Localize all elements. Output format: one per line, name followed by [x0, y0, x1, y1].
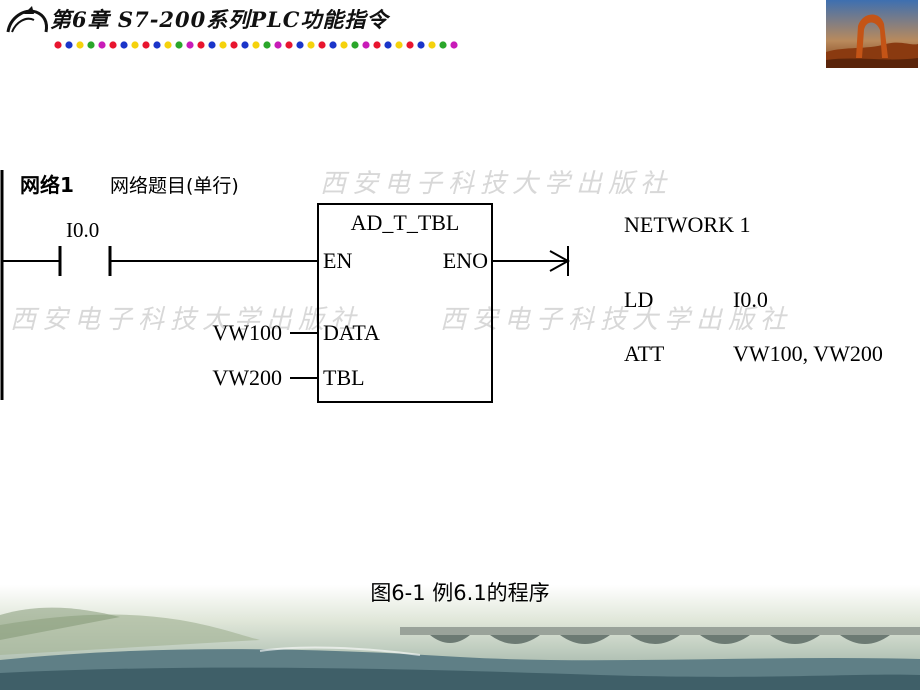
- header-dot: [98, 41, 106, 49]
- header-dot: [208, 41, 216, 49]
- header-dot: [318, 41, 326, 49]
- watermark-middle-2: 西安电子科技大学出版社: [440, 305, 792, 335]
- stl-op-2: ATT: [624, 341, 665, 366]
- header-dot: [428, 41, 436, 49]
- header-dot: [219, 41, 227, 49]
- header-dot: [131, 41, 139, 49]
- stl-op-1: LD: [624, 287, 653, 312]
- contact-label: I0.0: [66, 218, 99, 242]
- data-operand: VW100: [212, 320, 282, 345]
- header-dot: [241, 41, 249, 49]
- header-dot: [164, 41, 172, 49]
- header-dot: [406, 41, 414, 49]
- pin-data: DATA: [323, 320, 380, 345]
- network-comment: 网络题目(单行): [110, 175, 239, 197]
- header-dot: [186, 41, 194, 49]
- header-dot: [87, 41, 95, 49]
- header-dot: [197, 41, 205, 49]
- header-dot: [395, 41, 403, 49]
- header-dot: [329, 41, 337, 49]
- header-dot: [153, 41, 161, 49]
- header-dot: [439, 41, 447, 49]
- chapter-logo-icon: [6, 6, 48, 33]
- header-dot: [76, 41, 84, 49]
- header-dot: [252, 41, 260, 49]
- header-dot: [175, 41, 183, 49]
- network-label: 网络1: [20, 173, 74, 197]
- header-dot: [230, 41, 238, 49]
- stl-arg-1: I0.0: [733, 287, 768, 312]
- header-dot: [362, 41, 370, 49]
- watermark-top: 西安电子科技大学出版社: [320, 169, 672, 199]
- tbl-operand: VW200: [212, 365, 282, 390]
- plc-program-diagram: 西安电子科技大学出版社 西安电子科技大学出版社 西安电子科技大学出版社 网络1 …: [0, 169, 883, 403]
- pin-eno: ENO: [443, 248, 488, 273]
- header-dot: [263, 41, 271, 49]
- stl-network: NETWORK 1: [624, 212, 750, 237]
- pin-tbl: TBL: [323, 365, 365, 390]
- att-box: [317, 203, 493, 403]
- header-dot-divider: [54, 41, 458, 49]
- header-dot: [142, 41, 150, 49]
- header-dot: [120, 41, 128, 49]
- header-dot: [450, 41, 458, 49]
- arch-photo: [826, 0, 918, 68]
- chapter-title: 第6章 S7-200系列PLC功能指令: [50, 7, 389, 32]
- header-dot: [296, 41, 304, 49]
- header-dot: [109, 41, 117, 49]
- header-dot: [373, 41, 381, 49]
- header-dot: [340, 41, 348, 49]
- header-dot: [351, 41, 359, 49]
- bridge-scene: [0, 585, 920, 690]
- figure-caption: 图6-1 例6.1的程序: [370, 581, 550, 605]
- header-dot: [65, 41, 73, 49]
- watermark-middle: 西安电子科技大学出版社: [10, 305, 362, 335]
- header-dot: [274, 41, 282, 49]
- box-title: AD_T_TBL: [351, 210, 460, 235]
- header-dot: [54, 41, 62, 49]
- stl-arg-2: VW100, VW200: [733, 341, 883, 366]
- header-dot: [384, 41, 392, 49]
- header-dot: [307, 41, 315, 49]
- header-dot: [417, 41, 425, 49]
- header-dot: [285, 41, 293, 49]
- pin-en: EN: [323, 248, 352, 273]
